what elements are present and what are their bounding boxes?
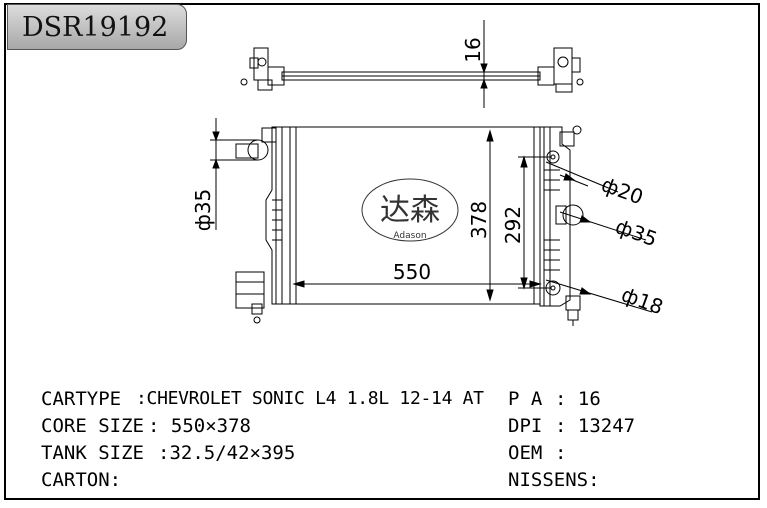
nissens-label: NISSENS: [508,469,600,491]
oem-label: OEM [508,442,543,464]
inlet-diameter-label: ф35 [191,189,215,232]
height-292-dimension [518,155,550,290]
width-550-label: 550 [393,260,431,284]
part-number-label: DSR19192 [7,4,187,50]
tank-size-value: :32.5/42×395 [158,442,296,464]
right-tank [539,125,584,326]
logo-chinese: 达森 [380,193,440,228]
dpi-label: DPI [508,415,543,437]
pa-value: : 16 [555,388,601,410]
port-20-label: ф20 [598,172,646,209]
carton-label: CARTON: [41,469,122,491]
thickness-dimension [478,20,490,108]
company-logo: 达森 Adason [361,178,459,242]
height-292-label: 292 [501,206,525,244]
cartype-label: CARTYPE [41,388,122,410]
logo-latin: Adason [393,231,426,241]
tank-fins [272,169,560,271]
width-550-dimension [292,280,542,288]
inlet-dimension [210,118,258,230]
port-18-label: ф18 [618,282,666,319]
cartype-value: :CHEVROLET SONIC L4 1.8L 12-14 AT [136,388,484,409]
dpi-value: : 13247 [555,415,636,437]
drawing-frame [4,3,760,500]
core-size-value: : 550×378 [148,415,251,437]
port-leaders [545,161,653,313]
tank-size-label: TANK SIZE [41,442,144,464]
top-view [240,47,584,93]
oem-value: : [555,442,567,464]
height-378-label: 378 [467,201,491,239]
core-size-label: CORE SIZE [41,415,144,437]
port-35-label: ф35 [612,214,660,251]
thickness-label: 16 [461,37,485,62]
height-378-dimension [486,129,494,302]
left-tank [235,126,291,324]
pa-label: P A [508,388,543,410]
